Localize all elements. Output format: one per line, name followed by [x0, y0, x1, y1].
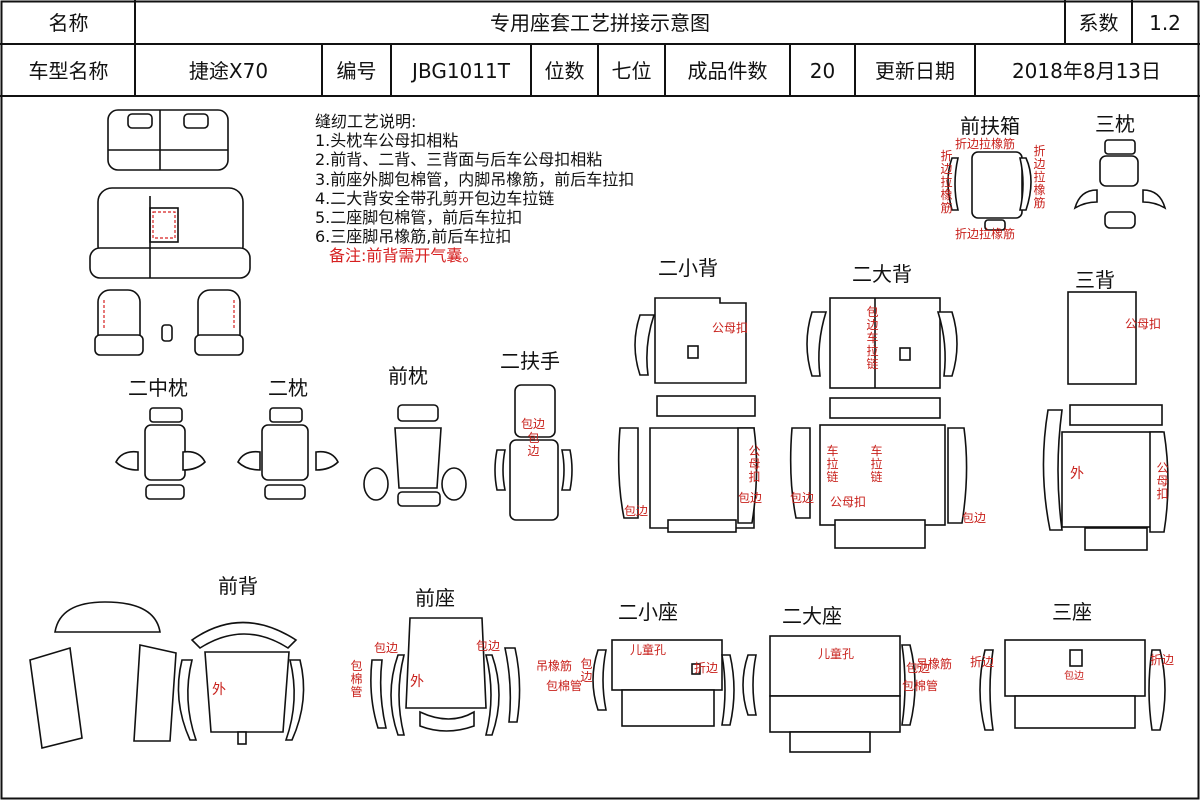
front-back-pieces [29, 601, 305, 749]
note-item-6: 6.三座脚吊橡筋,前后车拉扣 [315, 227, 512, 247]
third-seat-pieces [979, 639, 1166, 731]
ann-edge-big-back-l: 包边 [790, 491, 815, 505]
ann-snap-small-back: 公母扣 [712, 321, 749, 335]
ann-outer-front-seat: 外 [410, 674, 424, 690]
ann-fold-rubber-top: 折边拉橡筋 [955, 137, 1016, 151]
ann-cotton-front-seat: 包棉管 [350, 659, 363, 699]
note-item-3: 3.前座外脚包棉管，内脚吊橡筋，前后车拉扣 [315, 169, 635, 189]
ann-cotton-small-seat: 包棉管 [546, 679, 583, 693]
ann-zip-big-back-r: 车拉链 [870, 444, 883, 484]
ann-snap-small-back-side: 公母扣 [748, 444, 761, 484]
third-back-pieces [1042, 291, 1169, 551]
ann-fold-small-seat: 折边 [694, 661, 719, 675]
label-second-small-seat: 二小座 [618, 600, 678, 624]
ann-edge-small-seat: 包边 [580, 657, 593, 684]
header-model-value: 捷途X70 [188, 59, 269, 83]
ann-outer-third-back: 外 [1070, 466, 1084, 482]
label-second-small-back: 二小背 [658, 256, 718, 280]
ann-fold-third-l: 折边 [970, 655, 995, 669]
ann-fold-third-r: 折边 [1150, 653, 1175, 667]
second-big-seat-pieces [742, 635, 916, 753]
ann-edge-zip-big-back: 包边车拉链 [866, 305, 879, 371]
ann-third-seat-mark: 包边 [1064, 671, 1084, 682]
seat-overview [89, 109, 251, 356]
notes-title: 缝纫工艺说明: [315, 112, 417, 131]
header-date-label: 更新日期 [875, 59, 955, 83]
header-code-value: JBG1011T [412, 59, 510, 83]
second-pillow-pieces [237, 407, 339, 500]
sewing-notes: 缝纫工艺说明: 1.头枕车公母扣相粘 2.前背、二背、三背面与后车公母扣相粘 3… [315, 112, 634, 266]
ann-child-hole-small: 儿童孔 [630, 643, 667, 657]
front-seat-pieces [370, 617, 521, 736]
second-mid-pillow-pieces [115, 407, 206, 500]
label-second-armrest: 二扶手 [500, 349, 560, 373]
note-item-2: 2.前背、二背、三背面与后车公母扣相粘 [315, 150, 603, 170]
ann-fold-rubber-bottom: 折边拉橡筋 [955, 227, 1016, 241]
ann-rubber-big-seat: 吊橡筋 [916, 657, 953, 671]
front-pillow-pieces [363, 404, 467, 507]
ann-edge-small-back-r: 包边 [738, 491, 763, 505]
header-model-label: 车型名称 [28, 59, 109, 83]
label-front-back: 前背 [218, 574, 258, 598]
note-item-5: 5.二座脚包棉管，前后车拉扣 [315, 208, 523, 228]
document-title: 专用座套工艺拼接示意图 [490, 11, 710, 35]
label-front-box: 前扶箱 [960, 114, 1020, 138]
header-code-label: 编号 [336, 59, 377, 83]
header-coef-label: 系数 [1078, 11, 1119, 35]
notes-remark: 备注:前背需开气囊。 [329, 246, 479, 266]
ann-edge-small-back-l: 包边 [624, 504, 649, 518]
label-third-back: 三背 [1075, 268, 1115, 292]
label-front-pillow: 前枕 [388, 364, 428, 388]
ann-fold-rubber-right: 折边拉橡筋 [1033, 144, 1046, 210]
header-seats-value: 七位 [611, 59, 652, 83]
ann-edge-armrest-1: 包边 [521, 417, 546, 431]
label-second-big-back: 二大背 [852, 262, 912, 286]
ann-edge-front-seat-1: 包边 [374, 641, 399, 655]
second-small-seat-pieces [592, 639, 735, 727]
ann-snap-third-back: 公母扣 [1125, 317, 1162, 331]
note-item-4: 4.二大背安全带孔剪开包边车拉链 [315, 188, 555, 208]
ann-edge-armrest-2: 包边 [527, 431, 540, 458]
label-front-seat: 前座 [415, 586, 455, 610]
third-pillow-pieces [1073, 139, 1167, 229]
ann-child-hole-big: 儿童孔 [818, 647, 855, 661]
label-second-mid-pillow: 二中枕 [128, 376, 188, 400]
ann-edge-third-seat: 包边 [906, 661, 931, 675]
ann-edge-front-seat-2: 包边 [476, 639, 501, 653]
header-pieces-label: 成品件数 [687, 59, 768, 83]
ann-fold-rubber-left: 折边拉橡筋 [940, 149, 953, 215]
ann-snap-big-back: 公母扣 [830, 495, 867, 509]
second-big-back-pieces [789, 297, 968, 549]
second-armrest-pieces [494, 384, 573, 521]
label-second-pillow: 二枕 [268, 376, 308, 400]
ann-snap-third-back-side: 公母扣 [1156, 461, 1169, 501]
ann-rubber-small-seat: 吊橡筋 [536, 659, 573, 673]
header-date-value: 2018年8月13日 [1011, 59, 1162, 83]
ann-edge-big-back-r: 包边 [962, 511, 987, 525]
front-box-pieces [947, 151, 1032, 231]
second-small-back-pieces [617, 297, 758, 533]
label-second-big-seat: 二大座 [782, 604, 842, 628]
label-third-seat: 三座 [1052, 600, 1092, 624]
header-name-label: 名称 [48, 11, 89, 35]
ann-cotton-big-seat: 包棉管 [902, 679, 939, 693]
header-seats-label: 位数 [544, 59, 585, 83]
header-pieces-value: 20 [809, 59, 836, 83]
label-third-pillow: 三枕 [1095, 112, 1135, 136]
ann-zip-big-back-l: 车拉链 [826, 444, 839, 484]
ann-outer-front-back: 外 [212, 682, 226, 698]
note-item-1: 1.头枕车公母扣相粘 [315, 131, 459, 151]
header-coef-value: 1.2 [1149, 11, 1181, 35]
